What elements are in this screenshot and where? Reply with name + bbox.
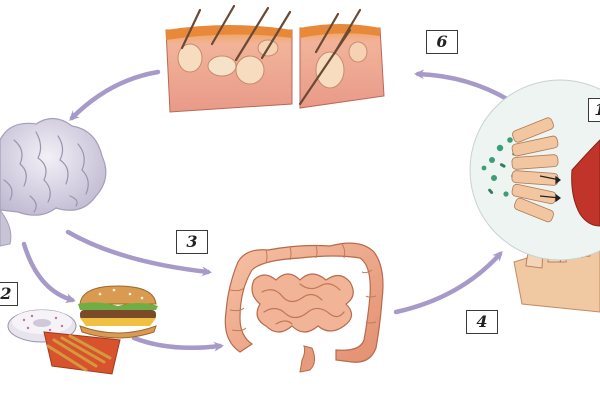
arrow-brain-to-food [21,241,76,304]
skin-layer-icon [165,4,385,113]
step-label-4: 4 [466,310,498,334]
burger-donut-fries-icon [7,285,158,375]
arrow-brain-to-intestine [65,229,212,277]
intestine-icon [224,242,384,373]
step-label-6: 6 [426,30,458,54]
villi-bacteria-icon [469,79,600,313]
arrow-food-to-intestine [131,335,224,352]
step-label-2: 2 [0,282,18,306]
arrow-skin-to-brain [69,69,161,121]
arrow-gut-wall-to-skin [414,69,515,105]
brain-icon [0,117,107,247]
arrow-intestine-to-gut-wall [393,251,503,315]
step-label-1: 1 [588,98,600,122]
step-label-3: 3 [176,230,208,254]
cycle-arrows [21,69,515,352]
